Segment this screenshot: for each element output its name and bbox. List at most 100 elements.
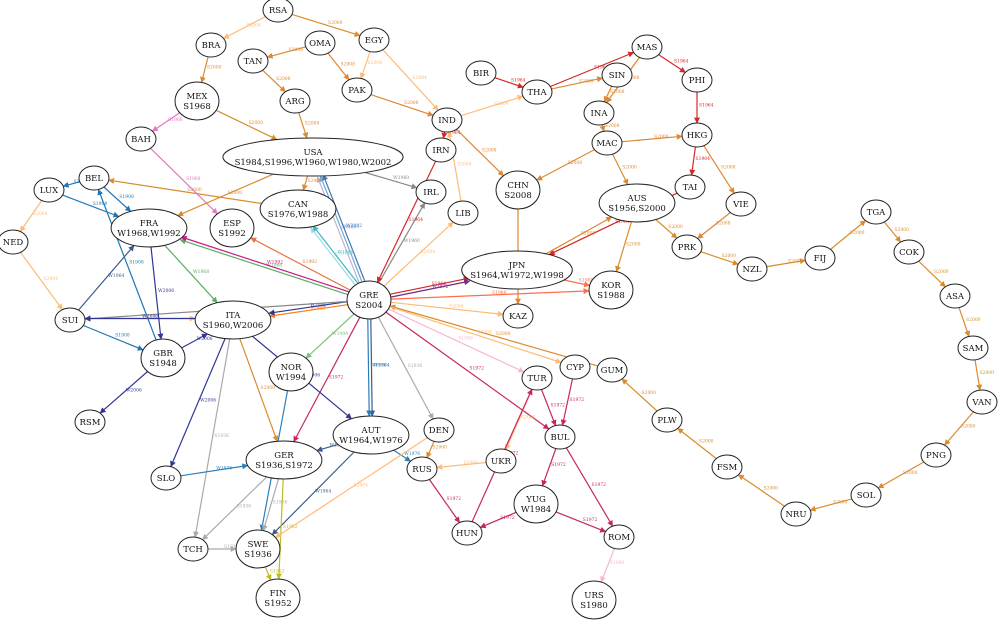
edge-label: S2004 — [413, 75, 428, 81]
edge-line — [918, 260, 946, 288]
node-code: URS — [584, 591, 604, 601]
edge-prk-nzl: S2000 — [700, 251, 739, 266]
edge-ita-tch: S1936 — [193, 338, 231, 538]
node-code: FSM — [717, 463, 738, 473]
node-games: S1960,W2006 — [203, 321, 264, 331]
node-ellipse — [423, 417, 455, 443]
edge-line — [603, 85, 613, 103]
edge-label: S1908 — [93, 201, 108, 207]
edge-gre-tur: S1980 — [388, 308, 525, 373]
node-egy: EGY — [358, 27, 390, 53]
edge-label: S1972 — [447, 496, 462, 502]
node-code: TGA — [867, 208, 886, 218]
edge-label: W2006 — [158, 288, 174, 294]
node-ellipse — [447, 200, 479, 226]
node-van: VAN — [966, 389, 998, 415]
node-code: NRU — [785, 510, 806, 520]
edge-label: S2004 — [521, 415, 536, 421]
edge-line — [365, 171, 418, 190]
edge-line — [479, 511, 517, 529]
node-code: VAN — [971, 398, 992, 408]
node-code: PRK — [678, 243, 697, 253]
edge-hkg-vie: S2008 — [703, 145, 736, 194]
edge-line — [460, 95, 524, 117]
node-code: BEL — [85, 174, 103, 184]
edge-label: S2004 — [464, 460, 479, 466]
edge-line — [600, 548, 616, 583]
edge-line — [737, 474, 785, 507]
edge-label: W1964 — [315, 488, 331, 494]
node-ellipse — [237, 48, 269, 74]
edge-label: S2004 — [449, 303, 464, 309]
edge-mac-aus: S2000 — [612, 153, 637, 186]
edge-label: S1972 — [570, 397, 585, 403]
edge-line — [151, 112, 181, 132]
node-games: S1956,S2000 — [608, 204, 666, 214]
node-code: USA — [303, 148, 323, 158]
edge-label: S1988 — [492, 290, 507, 296]
edge-label: S2000 — [850, 230, 865, 236]
node-ellipse — [140, 338, 186, 378]
node-ellipse — [966, 389, 998, 415]
edge-gre-cyp: S2004 — [389, 306, 562, 364]
node-ellipse — [860, 199, 892, 225]
edge-line — [703, 145, 735, 194]
edge-rom-urs: S1980 — [600, 548, 624, 583]
edge-label: S2000 — [934, 269, 949, 275]
edge-label: S2000 — [261, 385, 276, 391]
edge-line — [170, 338, 226, 468]
edge-line — [177, 173, 274, 217]
edge-line — [540, 389, 557, 427]
node-bah: BAH — [125, 126, 157, 152]
edge-label: S2000 — [496, 331, 511, 337]
edge-label: W2006 — [310, 302, 326, 308]
edge-arg-usa: S2000 — [298, 112, 319, 139]
node-games: S1992 — [218, 229, 245, 239]
edge-label: S1996 — [340, 225, 355, 231]
node-ellipse — [235, 529, 281, 569]
edge-line — [193, 338, 231, 538]
edge-gre-den: S1936 — [377, 316, 434, 420]
edge-sui-fra: W1964 — [78, 245, 135, 311]
edge-label: S1972 — [592, 482, 607, 488]
edge-label: W1964 — [108, 273, 124, 279]
edge-label: W1972 — [432, 284, 448, 290]
node-pak: PAK — [341, 77, 373, 103]
node-ellipse — [262, 0, 294, 23]
node-games: S1948 — [149, 359, 176, 369]
node-code: NED — [3, 238, 24, 248]
edge-label: S1960 — [311, 305, 326, 311]
node-code: YUG — [525, 495, 546, 505]
edge-line — [388, 308, 525, 373]
edge-line — [541, 448, 557, 487]
edge-line — [180, 463, 249, 477]
edge-rsa-egy: S2000 — [291, 13, 361, 37]
node-code: GER — [274, 451, 294, 461]
node-sin: SIN — [601, 62, 633, 88]
node-ellipse — [939, 283, 971, 309]
node-ellipse — [681, 67, 713, 93]
edge-gre-kor: S1988 — [390, 288, 590, 300]
node-code: SAM — [963, 344, 984, 354]
node-ellipse — [674, 174, 706, 200]
node-ellipse — [54, 307, 86, 333]
node-ellipse — [521, 365, 553, 391]
edge-line — [974, 359, 983, 391]
node-ellipse — [406, 456, 438, 482]
node-code: PNG — [926, 451, 946, 461]
edge-line — [62, 181, 80, 188]
node-code: EGY — [365, 36, 384, 46]
node-ellipse — [110, 208, 188, 248]
edge-line — [565, 447, 614, 527]
node-code: RSA — [269, 6, 288, 16]
node-games: S1936,S1972 — [255, 461, 313, 471]
edge-line — [370, 94, 434, 117]
edge-gre-ita: S1960 — [269, 304, 348, 319]
node-ellipse — [544, 424, 576, 450]
node-ellipse — [195, 32, 227, 58]
node-code: BIR — [473, 69, 490, 79]
